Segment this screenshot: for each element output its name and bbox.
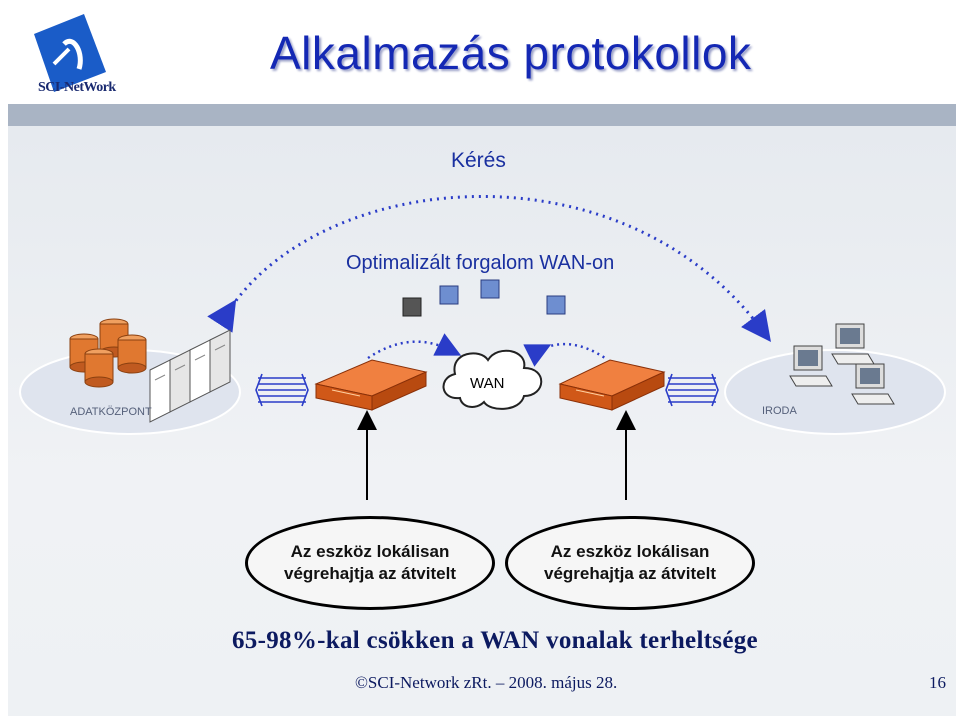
wan-label: WAN xyxy=(470,375,505,392)
wan-link-right xyxy=(523,342,606,367)
computer-icon xyxy=(851,363,895,405)
footer-copyright: ©SCI-Network zRt. – 2008. május 28. xyxy=(355,673,618,692)
packet-icon xyxy=(402,297,422,317)
packet-icon xyxy=(546,295,566,315)
office-zone xyxy=(724,349,946,435)
callout-left-line2: végrehajtja az átvitelt xyxy=(284,564,456,583)
server-rack-icon xyxy=(149,329,231,423)
lan-link-left xyxy=(255,373,309,407)
database-icon xyxy=(69,318,147,388)
wan-cloud xyxy=(442,349,543,410)
wan-appliance-left xyxy=(314,359,428,411)
callout-bubble-left: Az eszköz lokálisan végrehajtja az átvit… xyxy=(245,516,495,610)
datacenter-label: ADATKÖZPONT xyxy=(70,406,152,418)
callout-bubble-right: Az eszköz lokálisan végrehajtja az átvit… xyxy=(505,516,755,610)
logo-text: SCI-NetWork xyxy=(38,80,116,95)
wan-link-left xyxy=(367,333,462,360)
summary-text: 65-98%-kal csökken a WAN vonalak terhelt… xyxy=(232,627,758,654)
page-number: 16 xyxy=(929,673,946,692)
header-divider xyxy=(8,104,956,126)
packet-icon xyxy=(439,285,459,305)
computer-icon xyxy=(831,323,875,365)
office-label: IRODA xyxy=(762,405,797,417)
computer-icon xyxy=(789,345,833,387)
lan-link-right xyxy=(665,373,719,407)
optimized-traffic-label: Optimalizált forgalom WAN-on xyxy=(346,252,615,274)
request-label: Kérés xyxy=(451,149,506,172)
packet-icon xyxy=(480,279,500,299)
page-title: Alkalmazás protokollok xyxy=(270,27,752,79)
callout-right-line2: végrehajtja az átvitelt xyxy=(544,564,716,583)
callout-right-line1: Az eszköz lokálisan xyxy=(550,542,710,561)
callout-left-line1: Az eszköz lokálisan xyxy=(290,542,450,561)
wan-appliance-right xyxy=(558,359,666,411)
company-logo xyxy=(24,14,164,104)
